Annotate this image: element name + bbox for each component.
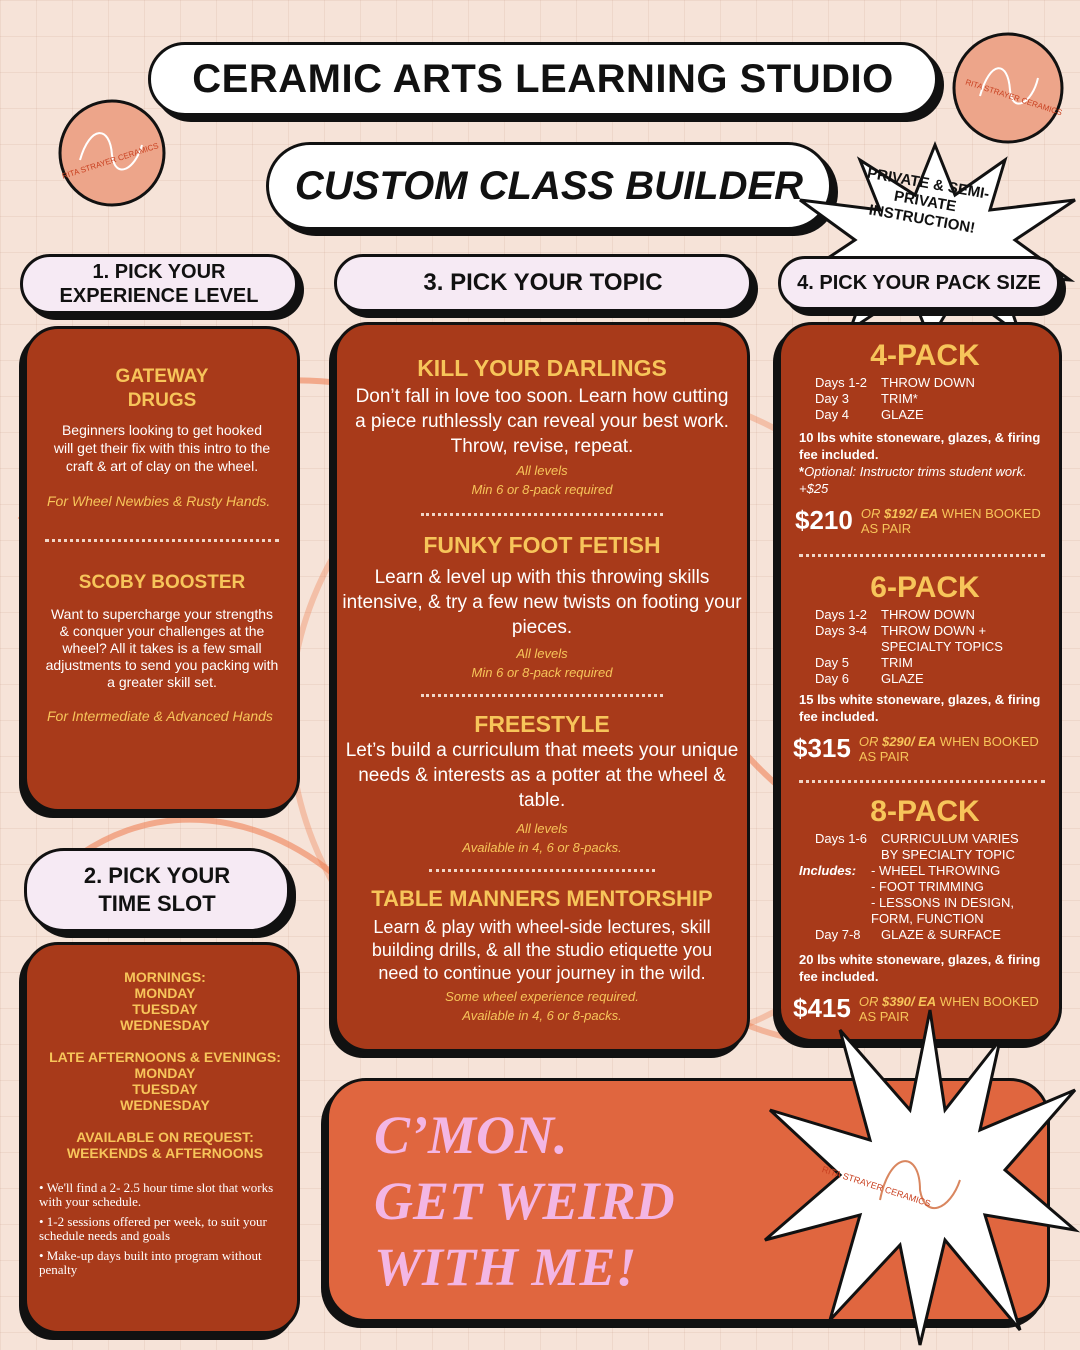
cta-line: C’MON. <box>374 1105 568 1165</box>
mornings-day: TUESDAY <box>132 1001 198 1017</box>
pack8-includes: Includes: - WHEEL THROWING - FOOT TRIMMI… <box>799 863 1051 927</box>
topic-card: KILL YOUR DARLINGS Don’t fall in love to… <box>334 322 750 1052</box>
topic-req: Min 6 or 8-pack required <box>471 665 613 680</box>
pack-price: $415 <box>793 993 851 1023</box>
include-item: - FOOT TRIMMING <box>871 879 984 894</box>
cta-text: C’MON. GET WEIRD WITH ME! <box>374 1102 675 1300</box>
topic-desc: Let’s build a curriculum that meets your… <box>345 740 739 811</box>
late-label: LATE AFTERNOONS & EVENINGS: <box>49 1049 281 1065</box>
step2-heading-pill: 2. PICK YOUR TIME SLOT <box>24 848 290 932</box>
logo-circle-left: RITA STRAYER CERAMICS <box>58 99 166 207</box>
step3-heading: 3. PICK YOUR TOPIC <box>423 269 663 296</box>
pack-price: $210 <box>795 505 853 535</box>
topic-name: FREESTYLE <box>474 711 610 737</box>
pack-included: 20 lbs white stoneware, glazes, & firing… <box>799 952 1041 984</box>
pack-title: 4-PACK <box>870 339 980 372</box>
cta-burst: RITA STRAYER CERAMICS <box>764 1009 1080 1346</box>
time-note: • 1-2 sessions offered per week, to suit… <box>39 1214 267 1243</box>
level-for: For Intermediate & Advanced Hands <box>47 708 273 724</box>
pack-price-row: $315 OR $290/ EA WHEN BOOKED AS PAIR <box>793 733 1051 764</box>
private-instruction-burst <box>790 140 1076 340</box>
topic-req: Available in 4, 6 or 8-packs. <box>462 840 622 855</box>
subtitle: CUSTOM CLASS BUILDER <box>294 163 804 208</box>
step2-heading: 2. PICK YOUR TIME SLOT <box>83 863 231 916</box>
divider <box>799 554 1045 557</box>
pack-title: 6-PACK <box>870 571 980 604</box>
subtitle-pill: CUSTOM CLASS BUILDER <box>266 142 832 230</box>
late-day: MONDAY <box>134 1065 196 1081</box>
topic-name: KILL YOUR DARLINGS <box>417 355 667 381</box>
mornings-day: WEDNESDAY <box>120 1017 210 1033</box>
topic-desc: Learn & level up with this throwing skil… <box>342 567 742 638</box>
divider <box>45 539 279 542</box>
topic-desc: Don’t fall in love too soon. Learn how c… <box>355 386 729 457</box>
main-title-pill: CERAMIC ARTS LEARNING STUDIO <box>148 42 938 116</box>
include-item: - LESSONS IN DESIGN, FORM, FUNCTION <box>871 895 1015 926</box>
pack-price: $315 <box>793 733 851 763</box>
time-note: • Make-up days built into program withou… <box>39 1248 262 1277</box>
pack-price-row: $415 OR $390/ EA WHEN BOOKED AS PAIR <box>793 993 1051 1024</box>
time-slot-card: MORNINGS: MONDAY TUESDAY WEDNESDAY LATE … <box>24 942 300 1334</box>
time-note: • We'll find a 2- 2.5 hour time slot tha… <box>39 1180 274 1209</box>
divider <box>421 694 663 697</box>
step3-heading-pill: 3. PICK YOUR TOPIC <box>334 254 752 312</box>
request-value: WEEKENDS & AFTERNOONS <box>66 1145 264 1161</box>
request-label: AVAILABLE ON REQUEST: <box>76 1129 254 1145</box>
pair-price: OR $390/ EA WHEN BOOKED AS PAIR <box>858 993 1039 1024</box>
topic-req: Min 6 or 8-pack required <box>471 482 613 497</box>
level-for: For Wheel Newbies & Rusty Hands. <box>47 493 271 509</box>
topic-levels: All levels <box>516 646 568 661</box>
late-day: WEDNESDAY <box>120 1097 210 1113</box>
late-day: TUESDAY <box>132 1081 198 1097</box>
experience-level-card: GATEWAY DRUGS Beginners looking to get h… <box>24 326 300 812</box>
pair-price: OR $192/ EA WHEN BOOKED AS PAIR <box>860 505 1041 536</box>
level-desc: Beginners looking to get hooked will get… <box>53 422 271 474</box>
divider <box>799 780 1045 783</box>
level-name: SCOBY BOOSTER <box>78 572 246 593</box>
logo-circle-right: RITA STRAYER CERAMICS <box>952 32 1064 144</box>
level-name: GATEWAY DRUGS <box>115 366 209 411</box>
topic-name: FUNKY FOOT FETISH <box>423 532 661 558</box>
topic-levels: Some wheel experience required. <box>445 989 639 1004</box>
topic-levels: All levels <box>516 821 568 836</box>
pack-included: 10 lbs white stoneware, glazes, & firing… <box>799 430 1041 462</box>
step1-heading: 1. PICK YOUR EXPERIENCE LEVEL <box>59 261 259 307</box>
divider <box>429 869 655 872</box>
cta-line: WITH ME! <box>374 1237 637 1297</box>
step1-heading-pill: 1. PICK YOUR EXPERIENCE LEVEL <box>20 254 298 314</box>
mornings-label: MORNINGS: <box>124 969 206 985</box>
topic-levels: All levels <box>516 463 568 478</box>
pack-optional: *Optional: Instructor trims student work… <box>799 464 1027 496</box>
topic-name: TABLE MANNERS MENTORSHIP <box>371 886 713 911</box>
pack-title: 8-PACK <box>870 795 980 828</box>
divider <box>421 513 663 516</box>
cta-line: GET WEIRD <box>374 1171 675 1231</box>
mornings-day: MONDAY <box>134 985 196 1001</box>
step4-heading-pill: 4. PICK YOUR PACK SIZE <box>778 256 1060 310</box>
include-item: - WHEEL THROWING <box>871 863 1001 878</box>
topic-desc: Learn & play with wheel-side lectures, s… <box>371 917 713 983</box>
main-title: CERAMIC ARTS LEARNING STUDIO <box>192 56 894 101</box>
pack-included: 15 lbs white stoneware, glazes, & firing… <box>799 692 1041 724</box>
pack-price-row: $210 OR $192/ EA WHEN BOOKED AS PAIR <box>795 505 1051 536</box>
topic-req: Available in 4, 6 or 8-packs. <box>462 1008 622 1023</box>
pair-price: OR $290/ EA WHEN BOOKED AS PAIR <box>858 733 1039 764</box>
level-desc: Want to supercharge your strengths & con… <box>45 606 279 690</box>
step4-heading: 4. PICK YOUR PACK SIZE <box>797 271 1041 294</box>
